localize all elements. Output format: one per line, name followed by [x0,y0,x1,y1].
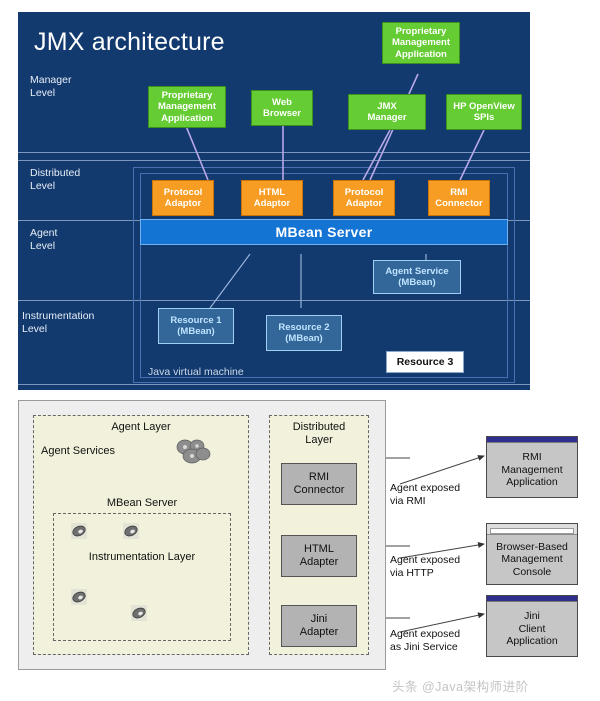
resource-box-1[interactable]: Resource 1 (MBean) [158,308,234,344]
mbean-icon [131,605,147,621]
agent-frame [133,167,515,383]
exposed-label-rmi: Agent exposed via RMI [390,482,461,507]
client-browser-based-console[interactable]: Browser-Based Management Console [486,523,578,585]
manager-box-label: Proprietary Management Application [391,25,451,60]
jvm-label: Java virtual machine [148,366,244,378]
level-label-manager: Manager Level [30,74,72,99]
agent-container: Agent Layer Agent Services MBean Serve [18,400,386,670]
resource-box-3[interactable]: Resource 3 [386,351,464,373]
agent-service-box[interactable]: Agent Service (MBean) [373,260,461,294]
level-label-distributed: Distributed Level [30,167,81,192]
adaptor-html[interactable]: HTML Adaptor [241,180,303,216]
html-adapter-box[interactable]: HTML Adapter [281,535,357,577]
manager-box-web-browser[interactable]: Web Browser [251,90,313,126]
page-title: JMX architecture [34,28,225,56]
adaptor-label: HTML Adaptor [253,186,291,210]
adaptor-label: RMI Connector [435,186,483,210]
gears-icon [176,439,211,464]
jini-adapter-box[interactable]: Jini Adapter [281,605,357,647]
connector-label: Jini Adapter [299,613,339,638]
window-titlebar [487,437,577,443]
mbean-server-label: MBean Server [106,497,178,509]
manager-box-label: JMX Manager [367,100,407,124]
resource-label: Resource 1 (MBean) [170,314,222,338]
manager-box-jmx-manager[interactable]: JMX Manager [348,94,426,130]
manager-box-label: Web Browser [262,96,301,120]
client-label: Browser-Based Management Console [496,540,568,578]
client-jini-application[interactable]: Jini Client Application [486,595,578,657]
manager-box-label: Proprietary Management Application [157,89,217,124]
connector-label: HTML Adapter [299,543,339,568]
resource-box-2[interactable]: Resource 2 (MBean) [266,315,342,351]
mbean-server-label: MBean Server [275,224,373,240]
adaptor-label: Protocol Adaptor [163,186,203,210]
mbean-icon [123,523,139,539]
mbean-icon [71,523,87,539]
adaptor-protocol-1[interactable]: Protocol Adaptor [152,180,214,216]
jmx-agent-diagram: Agent Layer Agent Services MBean Serve [0,396,600,701]
manager-box-label: HP OpenView SPIs [453,100,515,124]
client-rmi-management-application[interactable]: RMI Management Application [486,436,578,498]
level-label-instrumentation: Instrumentation Level [22,310,95,335]
resource3-label: Resource 3 [396,356,454,368]
level-label-agent: Agent Level [30,227,58,252]
agent-layer-title: Agent Layer [111,421,171,433]
agent-services-label: Agent Services [41,445,115,457]
divider-manager-distributed-2 [18,160,530,161]
divider-agent-instrumentation [18,300,530,301]
adaptor-label: Protocol Adaptor [344,186,384,210]
mbean-icon [71,589,87,605]
divider-manager-distributed [18,152,530,153]
resource-label: Resource 2 (MBean) [278,321,330,345]
window-toolbar [487,524,577,535]
window-titlebar [487,596,577,602]
manager-box-hp-openview[interactable]: HP OpenView SPIs [446,94,522,130]
connector-label: RMI Connector [293,471,345,496]
mbean-server-bar[interactable]: MBean Server [140,219,508,245]
connector-rmi[interactable]: RMI Connector [428,180,490,216]
client-label: RMI Management Application [501,451,563,489]
watermark: 头条 @Java架构师进阶 [392,679,529,694]
adaptor-protocol-2[interactable]: Protocol Adaptor [333,180,395,216]
manager-box-proprietary-2[interactable]: Proprietary Management Application [382,22,460,64]
client-label: Jini Client Application [506,610,558,648]
manager-box-proprietary-1[interactable]: Proprietary Management Application [148,86,226,128]
rmi-connector-box[interactable]: RMI Connector [281,463,357,505]
divider-bottom [18,384,530,385]
jvm-frame [140,173,508,378]
exposed-label-http: Agent exposed via HTTP [390,554,461,579]
agent-service-label: Agent Service (MBean) [385,265,449,289]
instrumentation-layer-label: Instrumentation Layer [88,551,196,563]
jmx-architecture-panel: JMX architecture Manager Level Distribut… [18,12,530,390]
exposed-label-jini: Agent exposed as Jini Service [390,628,461,653]
distributed-layer-title: Distributed Layer [292,421,346,446]
